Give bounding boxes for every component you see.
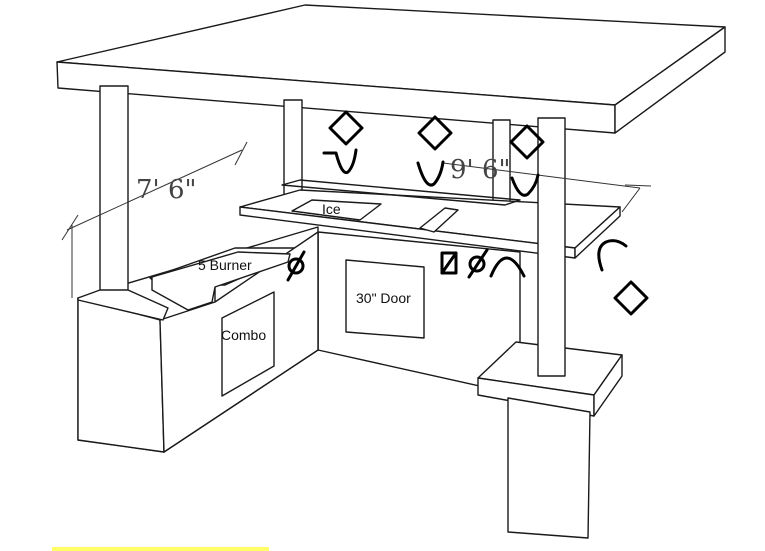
dimension-right: 9' 6": [442, 155, 652, 213]
slashed-box-icon: [440, 251, 458, 275]
roof: [56, 4, 726, 134]
front-post-right: [537, 117, 566, 377]
grill-top: 5 Burner: [151, 251, 291, 311]
highlight-bar: [52, 547, 269, 551]
burner-label: 5 Burner: [198, 257, 252, 273]
ice-bin: Ice: [291, 199, 382, 221]
diamond-icon: [613, 280, 649, 316]
arc-icon: [489, 256, 526, 278]
ice-label: Ice: [322, 201, 341, 217]
diamond-icon: [328, 110, 364, 146]
door-label: 30" Door: [356, 290, 411, 306]
sink-cutout: [419, 207, 459, 233]
dim-right-text: 9' 6": [450, 155, 510, 185]
dim-left-text: 7' 6": [136, 175, 196, 205]
front-post-left: [77, 85, 169, 321]
slashed-circle-icon: [286, 250, 306, 282]
u-curve-icon: [322, 148, 358, 175]
slashed-circle-icon: [467, 248, 489, 279]
u-curve-icon: [416, 160, 445, 187]
u-curve-icon: [510, 173, 540, 197]
dimension-left: 7' 6": [61, 141, 248, 298]
diamond-icon: [509, 124, 545, 160]
combo-door: Combo: [221, 291, 275, 397]
back-cabinet: 30" Door: [317, 231, 521, 396]
hook-icon: [597, 239, 628, 272]
combo-label: Combo: [221, 327, 266, 343]
diamond-icon: [417, 115, 453, 151]
